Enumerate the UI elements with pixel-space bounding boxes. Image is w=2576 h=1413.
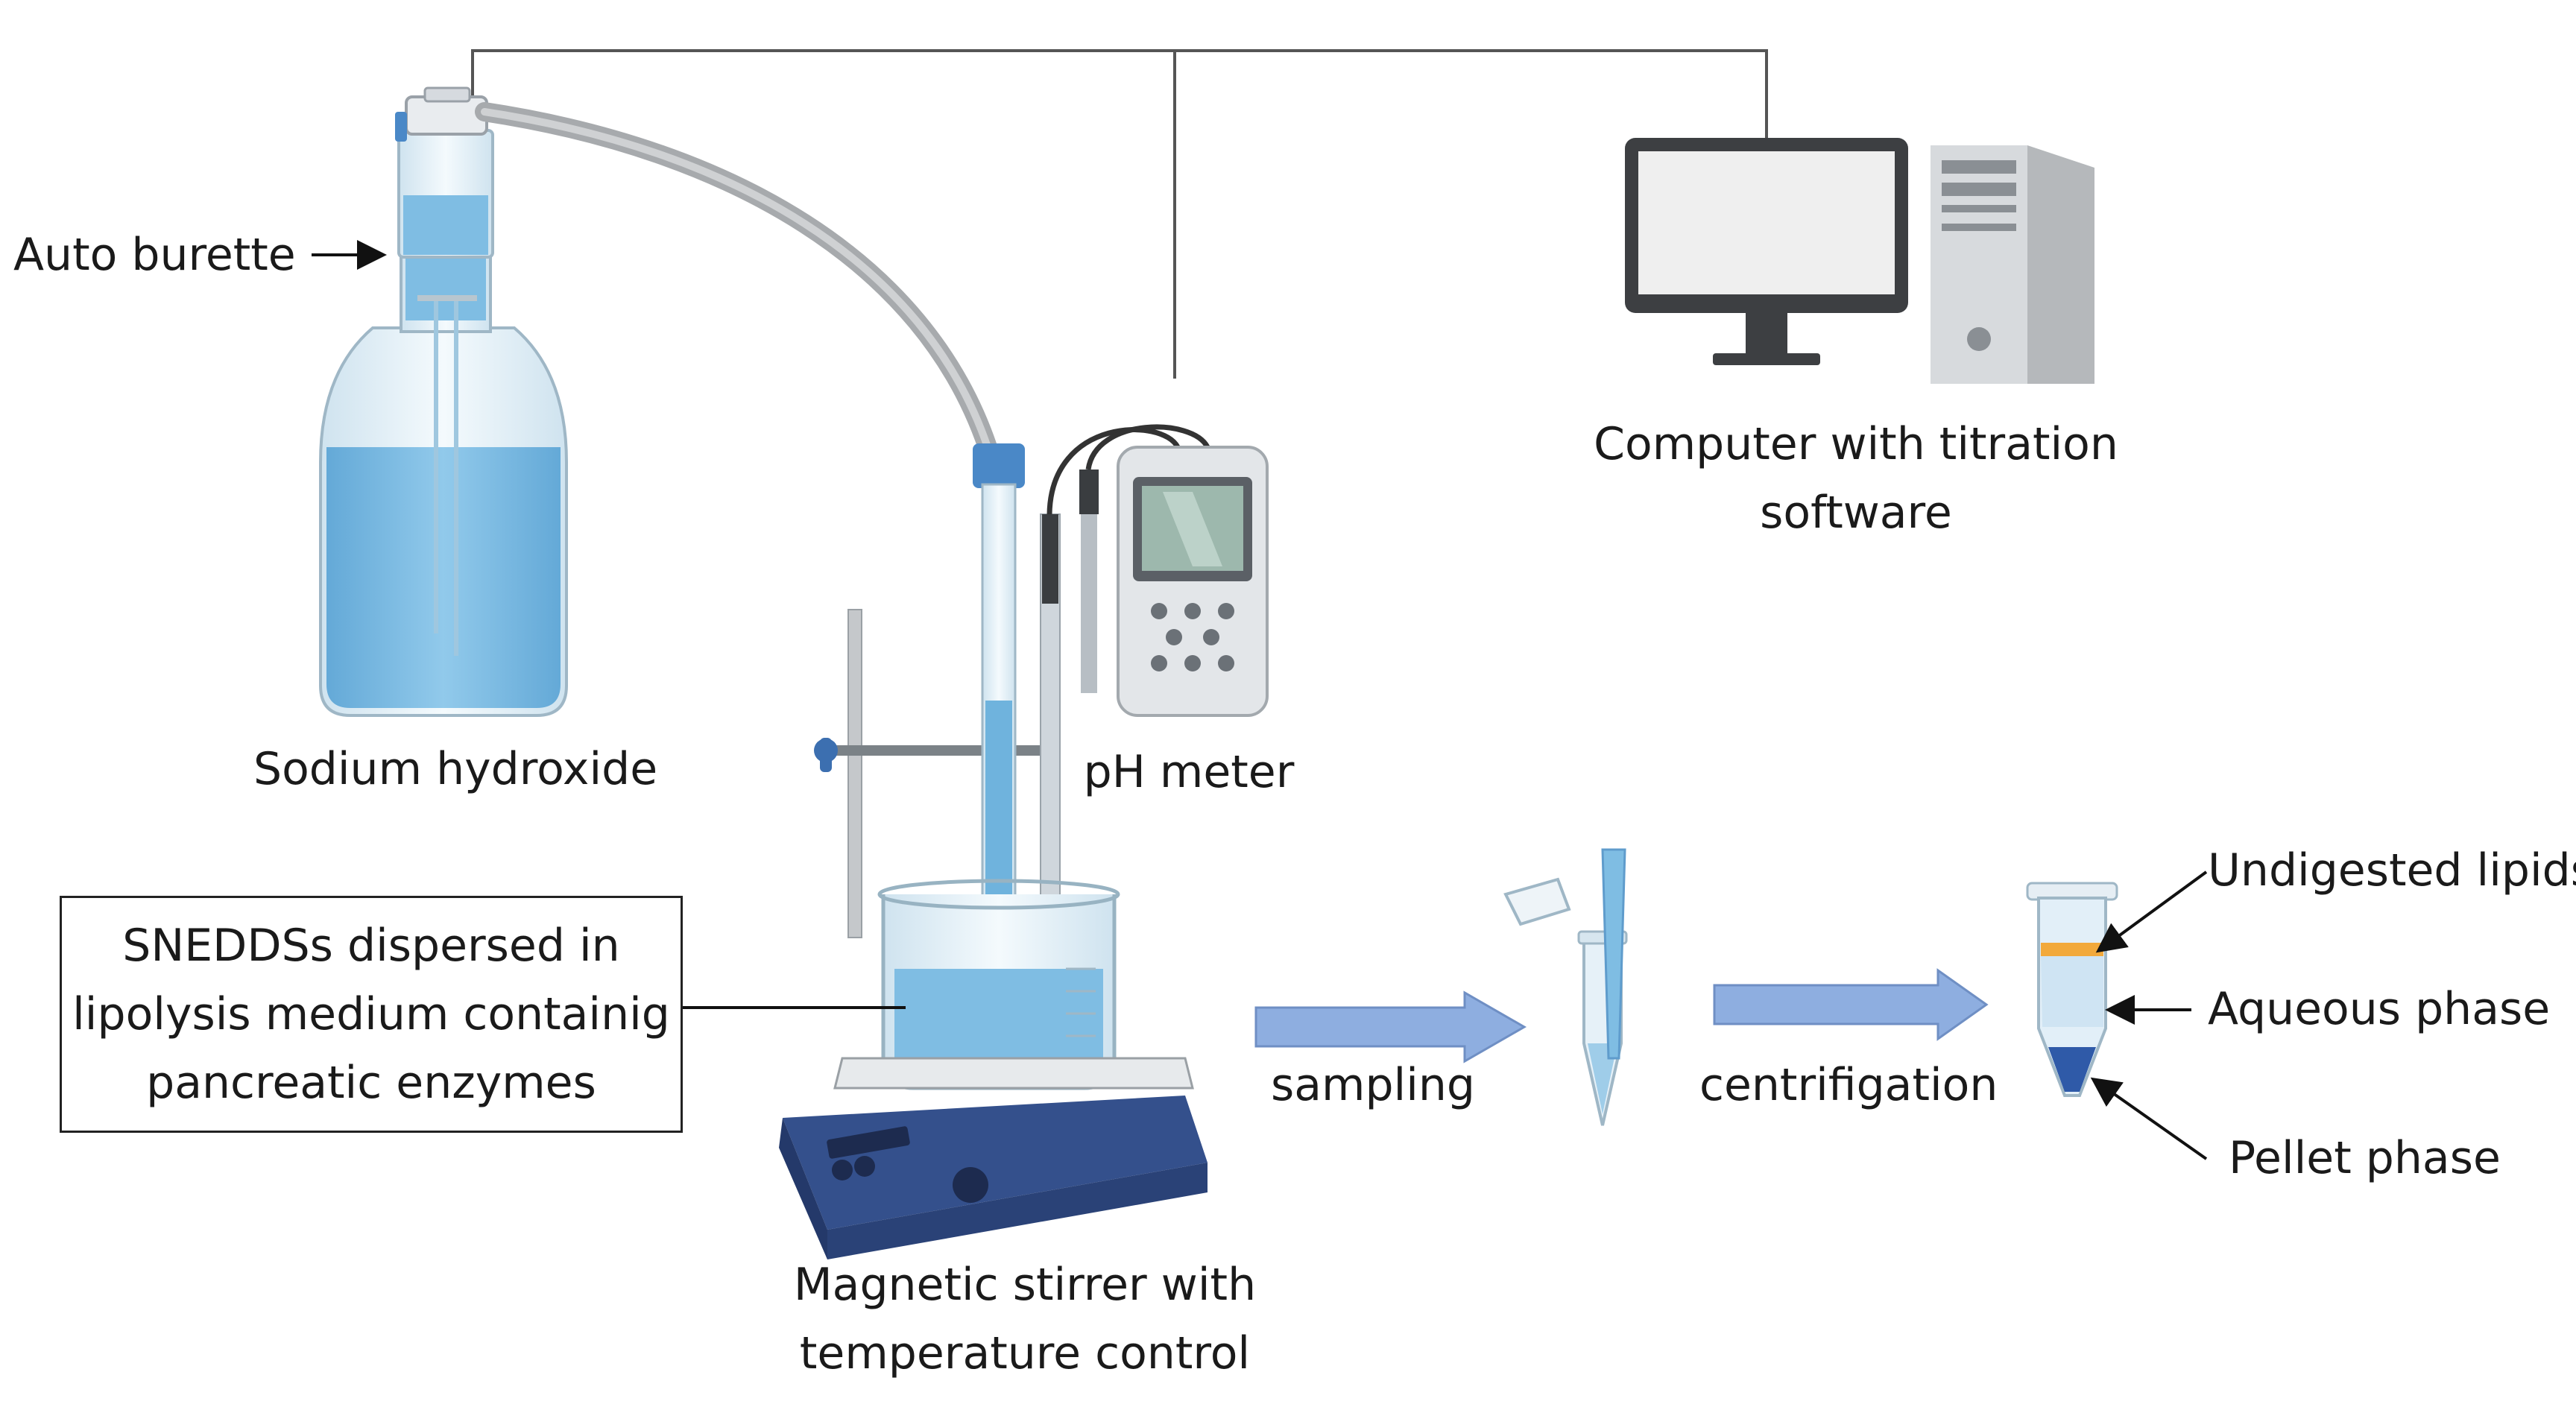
sampling-label: sampling (1271, 1059, 1476, 1111)
sneddss-label-line2: lipolysis medium containig (72, 988, 670, 1040)
magnetic-stirrer-label: Magnetic stirrer with temperature contro… (745, 1251, 1304, 1388)
computer-label-line2: software (1760, 487, 1952, 539)
sample-tube-icon (1503, 848, 1628, 1126)
sneddss-label-box: SNEDDSs dispersed in lipolysis medium co… (60, 896, 683, 1133)
computer-monitor-icon (1625, 138, 1908, 365)
ph-electrode-icon (1040, 424, 1210, 1052)
pointer-arrows (312, 240, 2208, 1160)
auto-burette-bottle-icon (319, 86, 568, 717)
beaker-icon (877, 879, 1120, 1090)
magnetic-stirrer-label-line1: Magnetic stirrer with (793, 1259, 1257, 1311)
computer-label: Computer with titration software (1558, 410, 2154, 547)
centrifigation-arrow (1713, 968, 1989, 1041)
magnetic-stirrer-label-line2: temperature control (799, 1327, 1251, 1379)
magnetic-stirrer-icon (779, 1057, 1208, 1259)
sneddss-label-line1: SNEDDSs dispersed in (122, 920, 620, 972)
centrifigation-label: centrifigation (1699, 1059, 1998, 1111)
ph-meter-label: pH meter (1083, 746, 1295, 798)
connection-lines (471, 49, 1768, 379)
sampling-arrow (1254, 990, 1527, 1063)
sodium-hydroxide-label: Sodium hydroxide (253, 743, 658, 795)
aqueous-phase-label: Aqueous phase (2208, 983, 2551, 1035)
auto-burette-label: Auto burette (13, 229, 296, 281)
centrifuged-tube-icon (2026, 882, 2118, 1097)
undigested-lipids-label: Undigested lipids (2208, 844, 2576, 897)
burette-hose (475, 102, 997, 457)
sneddss-label-line3: pancreatic enzymes (146, 1057, 596, 1109)
ph-meter-icon (1117, 446, 1269, 717)
computer-label-line1: Computer with titration (1594, 418, 2118, 470)
pellet-phase-label: Pellet phase (2229, 1132, 2501, 1184)
computer-tower-icon (1931, 145, 2094, 384)
